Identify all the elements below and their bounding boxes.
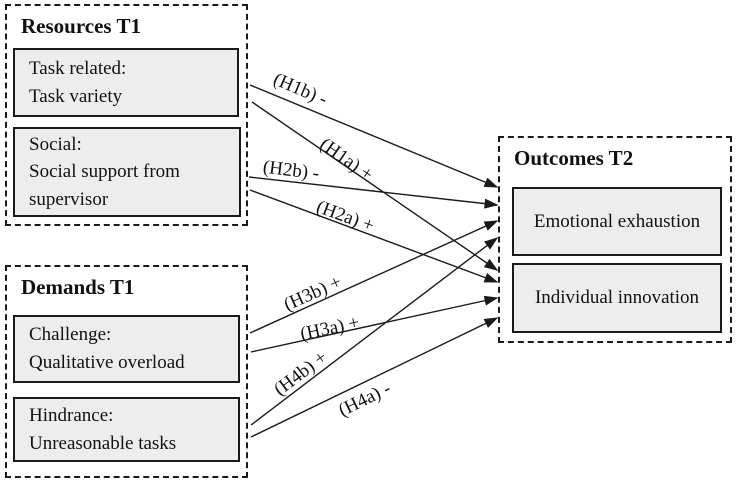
arrow-H4a — [250, 317, 499, 438]
node-unreasonable-tasks: Hindrance: Unreasonable tasks — [13, 397, 240, 462]
arrow-H2b — [248, 176, 499, 209]
group-title-demands: Demands T1 — [21, 275, 135, 299]
arrow-H3a — [250, 295, 499, 353]
node-social-support: Social: Social support from supervisor — [13, 127, 241, 217]
group-title-resources: Resources T1 — [21, 14, 141, 38]
arrow-H2a — [249, 189, 499, 283]
arrow-H1b — [249, 84, 499, 188]
node-emotional-exhaustion: Emotional exhaustion — [512, 187, 722, 256]
node-task-variety: Task related: Task variety — [13, 48, 239, 117]
group-demands: Demands T1 Challenge: Qualitative overloa… — [5, 265, 248, 478]
node-qualitative-overload: Challenge: Qualitative overload — [13, 315, 240, 383]
arrow-H1a — [251, 101, 499, 271]
group-title-outcomes: Outcomes T2 — [514, 146, 634, 170]
arrow-H4b — [250, 237, 499, 426]
arrow-H3b — [249, 220, 499, 334]
node-individual-innovation: Individual innovation — [512, 263, 722, 333]
